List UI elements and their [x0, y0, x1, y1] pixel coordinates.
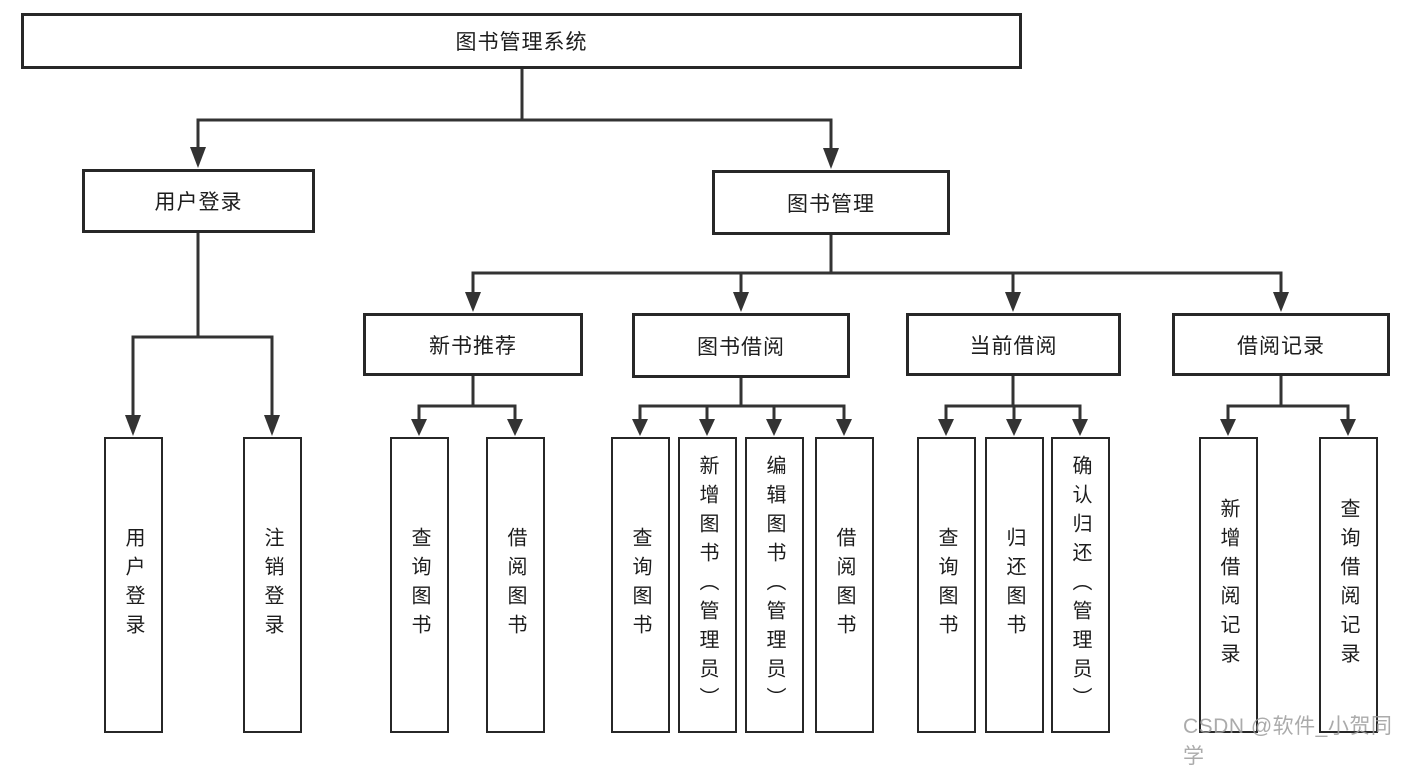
arrow-down-icon	[938, 419, 954, 436]
node-logout: 注销登录	[243, 437, 302, 733]
node-user-login: 用户登录	[82, 169, 315, 233]
arrow-down-icon	[699, 419, 715, 436]
node-query-books-recommend: 查询图书	[390, 437, 449, 733]
arrow-down-icon	[836, 419, 852, 436]
node-add-book-admin: 新增图书（管理员）	[678, 437, 737, 733]
diagram-canvas: 图书管理系统 用户登录 图书管理 新书推荐 图书借阅 当前借阅 借阅记录 用户登…	[21, 13, 1392, 768]
node-book-management: 图书管理	[712, 170, 950, 235]
node-return-books: 归还图书	[985, 437, 1044, 733]
node-query-books-current: 查询图书	[917, 437, 976, 733]
connector-root-to-level2	[196, 69, 833, 148]
arrow-down-icon	[1220, 419, 1236, 436]
arrow-down-icon	[465, 292, 481, 312]
connector-current-borrowing-to-children	[944, 376, 1082, 420]
node-new-book-recommendation: 新书推荐	[363, 313, 583, 376]
connector-book-borrowing-to-children	[638, 378, 846, 420]
node-add-borrow-record: 新增借阅记录	[1199, 437, 1258, 733]
arrow-down-icon	[125, 415, 141, 436]
node-query-borrow-record: 查询借阅记录	[1319, 437, 1378, 733]
node-user-login-leaf: 用户登录	[104, 437, 163, 733]
csdn-watermark: CSDN @软件_小贺同学	[1183, 715, 1393, 768]
connector-user-login-to-children	[131, 233, 274, 416]
arrow-down-icon	[632, 419, 648, 436]
arrow-down-icon	[264, 415, 280, 436]
arrow-down-icon	[411, 419, 427, 436]
arrow-down-icon	[766, 419, 782, 436]
node-borrowing-records: 借阅记录	[1172, 313, 1390, 376]
node-book-borrowing: 图书借阅	[632, 313, 850, 378]
arrow-down-icon	[1340, 419, 1356, 436]
connector-new-book-recommendation-to-children	[417, 376, 517, 420]
arrow-down-icon	[823, 148, 839, 169]
arrow-down-icon	[190, 147, 206, 168]
node-query-books-borrowing: 查询图书	[611, 437, 670, 733]
arrow-down-icon	[1006, 419, 1022, 436]
connector-borrowing-records-to-children	[1226, 376, 1350, 420]
arrow-down-icon	[1072, 419, 1088, 436]
node-confirm-return-admin: 确认归还（管理员）	[1051, 437, 1110, 733]
connector-book-management-to-level3	[471, 235, 1283, 292]
node-current-borrowing: 当前借阅	[906, 313, 1121, 376]
node-library-management-system: 图书管理系统	[21, 13, 1022, 69]
arrow-down-icon	[1005, 292, 1021, 312]
node-borrow-books-recommend: 借阅图书	[486, 437, 545, 733]
arrow-down-icon	[733, 292, 749, 312]
arrow-down-icon	[1273, 292, 1289, 312]
node-borrow-books-borrowing: 借阅图书	[815, 437, 874, 733]
arrow-down-icon	[507, 419, 523, 436]
node-edit-book-admin: 编辑图书（管理员）	[745, 437, 804, 733]
